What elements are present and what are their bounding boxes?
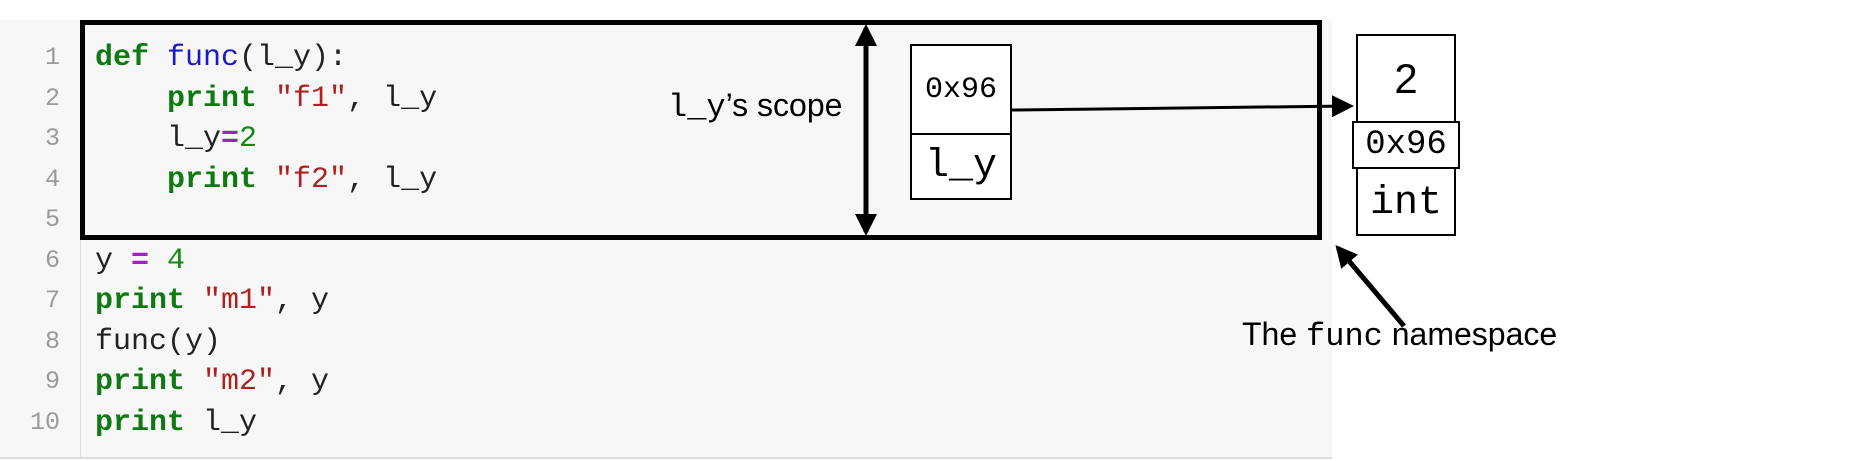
code-token: 4 (167, 243, 186, 278)
code-token: , y (275, 365, 330, 399)
line-number: 9 (44, 367, 60, 396)
code-token: print (95, 365, 186, 399)
line-number: 3 (44, 124, 60, 153)
code-token: func(y) (95, 324, 222, 359)
code-token: l_y (95, 122, 222, 156)
variable-box: 0x96 l_y (910, 44, 1012, 200)
code-token: print (95, 284, 186, 318)
line-number: 5 (44, 205, 60, 234)
namespace-label-code: func (1306, 318, 1383, 355)
object-value: 2 (1394, 55, 1418, 102)
code-token: "f1" (275, 81, 348, 116)
code-line: def func(l_y): (95, 38, 347, 78)
line-number: 1 (44, 43, 60, 72)
object-type: int (1369, 181, 1442, 226)
code-token: = (131, 243, 150, 278)
code-token: print (167, 81, 258, 116)
line-number: 4 (44, 164, 60, 194)
code-line: print "f2", l_y (95, 160, 437, 200)
code-token: "m2" (203, 365, 276, 399)
code-token: func (167, 41, 240, 75)
namespace-label-suffix: namespace (1382, 316, 1558, 352)
line-number-gutter (0, 20, 81, 457)
namespace-label: The func namespace (1242, 316, 1557, 355)
line-number: 8 (44, 326, 60, 356)
variable-address: 0x96 (912, 46, 1010, 135)
code-token: , y (275, 284, 330, 318)
code-token (185, 365, 203, 399)
code-line: print "f1", l_y (95, 79, 437, 119)
line-number: 10 (29, 407, 60, 437)
code-line: print "m1", y (95, 281, 329, 321)
scope-label-var: l_y (668, 89, 726, 126)
line-number: 7 (44, 286, 60, 315)
namespace-label-prefix: The (1242, 316, 1307, 352)
code-token: print (167, 162, 258, 197)
code-line: print l_y (95, 403, 257, 443)
code-token: y (95, 243, 132, 278)
code-line: y = 4 (95, 241, 185, 281)
code-token: , l_y (347, 81, 438, 116)
scope-label-text: ’s scope (725, 87, 843, 123)
code-token: l_y (185, 405, 258, 440)
code-token: "f2" (275, 162, 348, 197)
namespace-pointer-arrow (1335, 244, 1406, 328)
scope-label: l_y’s scope (668, 87, 842, 126)
code-line: l_y=2 (95, 119, 257, 159)
code-token: (l_y): (239, 41, 348, 75)
line-number: 2 (44, 83, 60, 113)
code-token (149, 244, 167, 278)
code-token (185, 284, 203, 318)
code-token: "m1" (203, 284, 276, 318)
code-token: def (95, 41, 150, 75)
object-id: 0x96 (1352, 121, 1460, 169)
function-scope-box (80, 20, 1322, 240)
code-token: , l_y (347, 162, 438, 197)
code-line: func(y) (95, 322, 221, 362)
variable-name: l_y (924, 144, 997, 189)
code-token: print (95, 405, 186, 440)
code-token: = (221, 122, 240, 156)
code-token: 2 (239, 122, 258, 156)
code-line: print "m2", y (95, 362, 329, 402)
line-number: 6 (44, 245, 60, 275)
